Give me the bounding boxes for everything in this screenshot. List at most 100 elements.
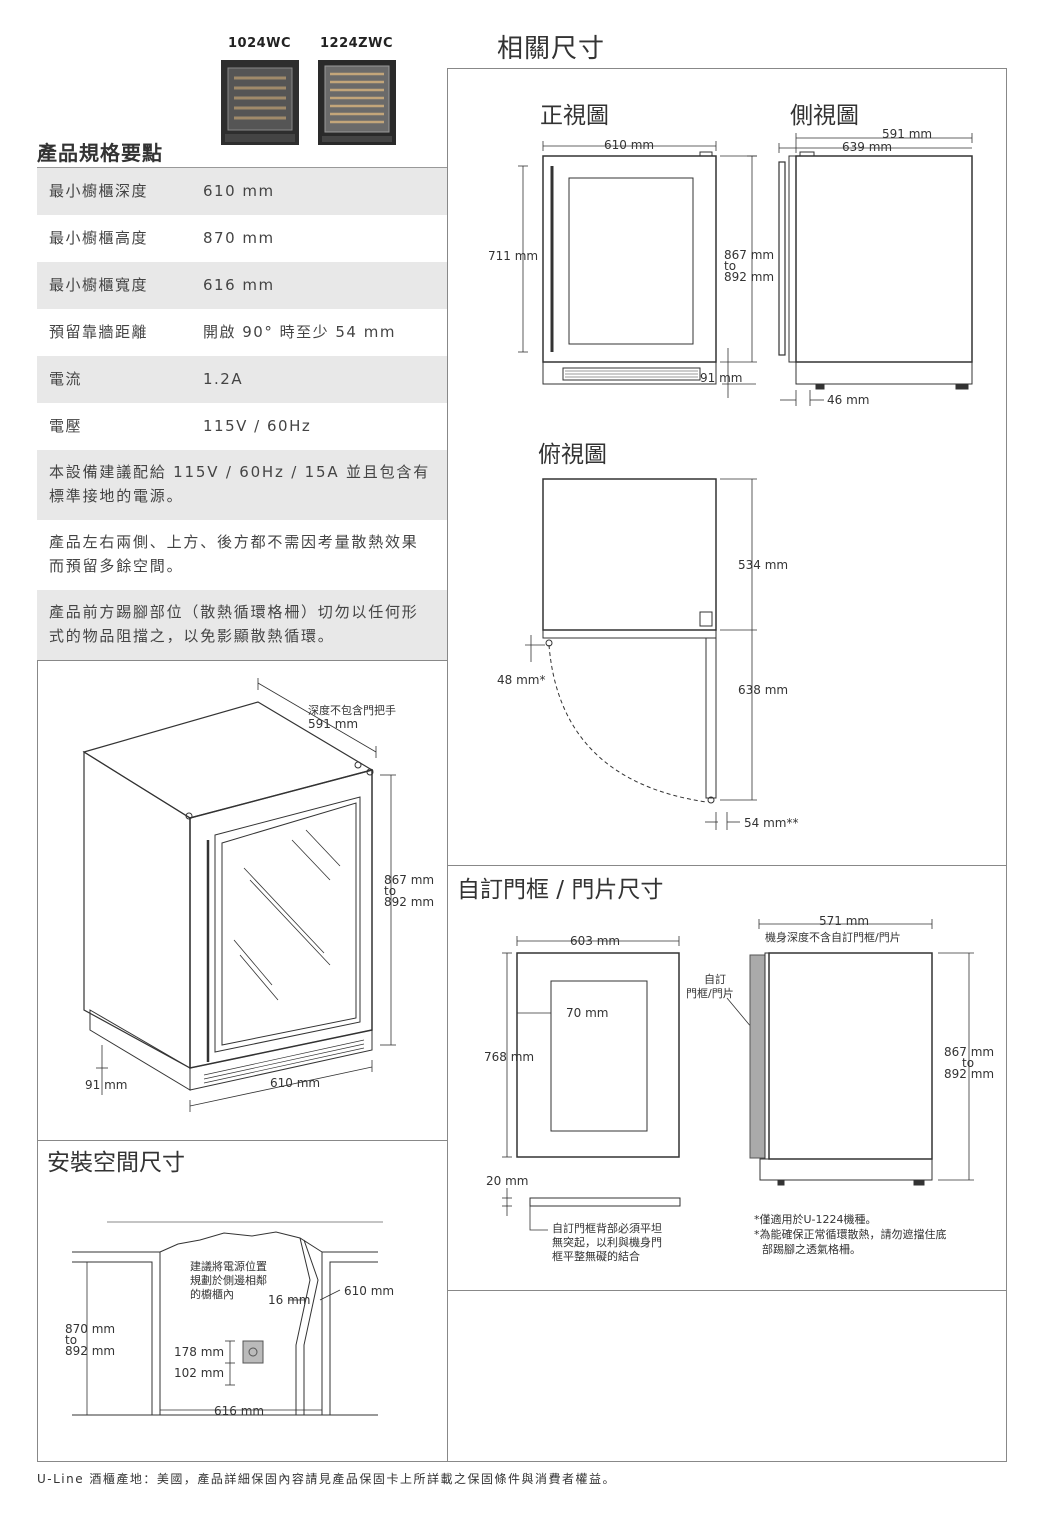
model-1224zwc: 1224ZWC [320,36,393,51]
custom-side-toe [759,1158,933,1181]
top-hinge-block [699,611,713,627]
iso-grille [203,1039,365,1084]
front-height-to-label: to [724,259,736,273]
iso-toe-label: 91 mm [85,1078,127,1092]
iso-glass [221,802,357,1046]
spec-value: 616 mm [203,276,275,294]
custom-depth-note: 機身深度不含自訂門框/門片 [765,930,901,944]
front-toe-label: 91 mm [700,371,742,385]
side-dimensions [778,133,973,406]
top-hinge-right [707,796,715,804]
install-right-cabinet-inner [329,1261,378,1415]
front-glass [568,177,694,345]
spec-value: 610 mm [203,182,275,200]
install-height-a-label: 870 mm [65,1322,115,1336]
side-foot-front [815,383,825,390]
panel-frames [37,68,1007,1462]
front-dimensions [518,141,757,398]
iso-side-face [83,750,191,1070]
install-drawing [72,1221,383,1416]
spec-label: 預留靠牆距離 [49,323,149,341]
custom-width-label: 603 mm [570,934,620,948]
custom-side-height-a: 867 mm [944,1045,994,1059]
footer-warranty: U-Line 酒櫃產地：美國，產品詳細保固內容請見產品保固卡上所詳載之保固條件與… [37,1472,616,1486]
iso-height-b-label: 892 mm [384,895,434,909]
custom-side-height-to: to [962,1056,974,1070]
spec-row-voltage: 電壓 115V / 60Hz [37,403,447,450]
custom-side-view [749,952,933,1186]
top-door-closed [542,629,717,639]
side-toe [795,361,973,385]
product-photo-1024wc [221,60,299,145]
front-height-b-label: 892 mm [724,270,774,284]
custom-side-dimensions [758,919,974,1181]
install-title: 安裝空間尺寸 [47,1150,185,1176]
panel-left-frame [37,660,448,1462]
spec-label: 最小櫥櫃高度 [49,229,149,247]
top-door-open [705,637,717,799]
install-dimensions [82,1261,341,1416]
install-height-to-label: to [65,1333,77,1347]
top-view-title: 俯視圖 [538,442,607,468]
side-cabinet [795,155,973,363]
spec-row-current: 電流 1.2A [37,356,447,403]
custom-panel [516,952,680,1158]
side-view [778,151,973,390]
top-depth-label: 534 mm [738,558,788,572]
note-ventilation: 產品左右兩側、上方、後方都不需因考量散熱效果而預留多餘空間。 [49,533,419,575]
install-sidewall [295,1237,311,1415]
front-toe [542,361,717,385]
product-photos [221,60,396,145]
iso-height-to-label: to [384,884,396,898]
product-photo-1224zwc [318,60,396,145]
top-swing-label: 638 mm [738,683,788,697]
top-clearance-label: 54 mm** [744,816,798,830]
front-grille [562,367,701,381]
custom-label-b: 門框/門片 [686,987,734,1000]
side-door [788,155,797,363]
custom-label-a: 自訂 [704,972,726,986]
side-hinge [799,151,815,157]
custom-frame-label: 70 mm [566,1006,608,1020]
spec-label: 電壓 [49,417,83,435]
custom-dimensions [502,936,753,1231]
custom-foot-note-2: *為能確保正常循環散熱，請勿遮擋住底 [754,1227,947,1241]
note-toe-grille: 產品前方踢腳部位（散熱循環格柵）切勿以任何形式的物品阻擋之，以免影顯散熱循環。 [37,590,447,660]
install-depth-label: 610 mm [344,1284,394,1298]
side-depth-b-label: 639 mm [842,140,892,154]
custom-depth-label: 571 mm [819,914,869,928]
install-power-note-2: 規劃於側邊相鄰 [190,1273,267,1287]
custom-panel-thickness [529,1197,681,1207]
install-gap-label: 16 mm [268,1293,310,1307]
front-view [542,151,717,385]
custom-title: 自訂門框 / 門片尺寸 [457,877,663,903]
custom-back-note-1: 自訂門框背部必須平坦 [552,1221,662,1235]
side-depth-a-label: 591 mm [882,127,932,141]
custom-thickness-label: 20 mm [486,1174,528,1188]
top-cabinet [542,478,717,631]
iso-height-a-label: 867 mm [384,873,434,887]
iso-width-label: 610 mm [270,1076,320,1090]
specs-top-rule [37,167,447,168]
spec-value: 1.2A [203,370,244,388]
install-outlet [242,1340,264,1364]
iso-toe-side [89,1009,191,1091]
custom-back-note-3: 框平整無礙的結合 [552,1249,640,1263]
custom-height-label: 768 mm [484,1050,534,1064]
install-width-label: 616 mm [214,1404,264,1418]
install-outlet-b-label: 102 mm [174,1366,224,1380]
spec-value: 115V / 60Hz [203,417,312,435]
top-hinge-label: 48 mm* [497,673,545,687]
iso-door-frame [214,796,361,1053]
specs-title: 產品規格要點 [37,141,163,165]
spec-row-height: 最小櫥櫃高度 870 mm [37,215,447,262]
top-view [542,478,717,804]
front-height-a-label: 867 mm [724,248,774,262]
side-handle [778,161,786,356]
front-view-title: 正視圖 [540,103,609,129]
custom-back-note-2: 無突起，以利與機身門 [552,1235,662,1249]
top-door-swing [548,644,707,803]
front-door-height-label: 711 mm [488,249,538,263]
install-power-note-3: 的櫥櫃內 [190,1287,234,1301]
